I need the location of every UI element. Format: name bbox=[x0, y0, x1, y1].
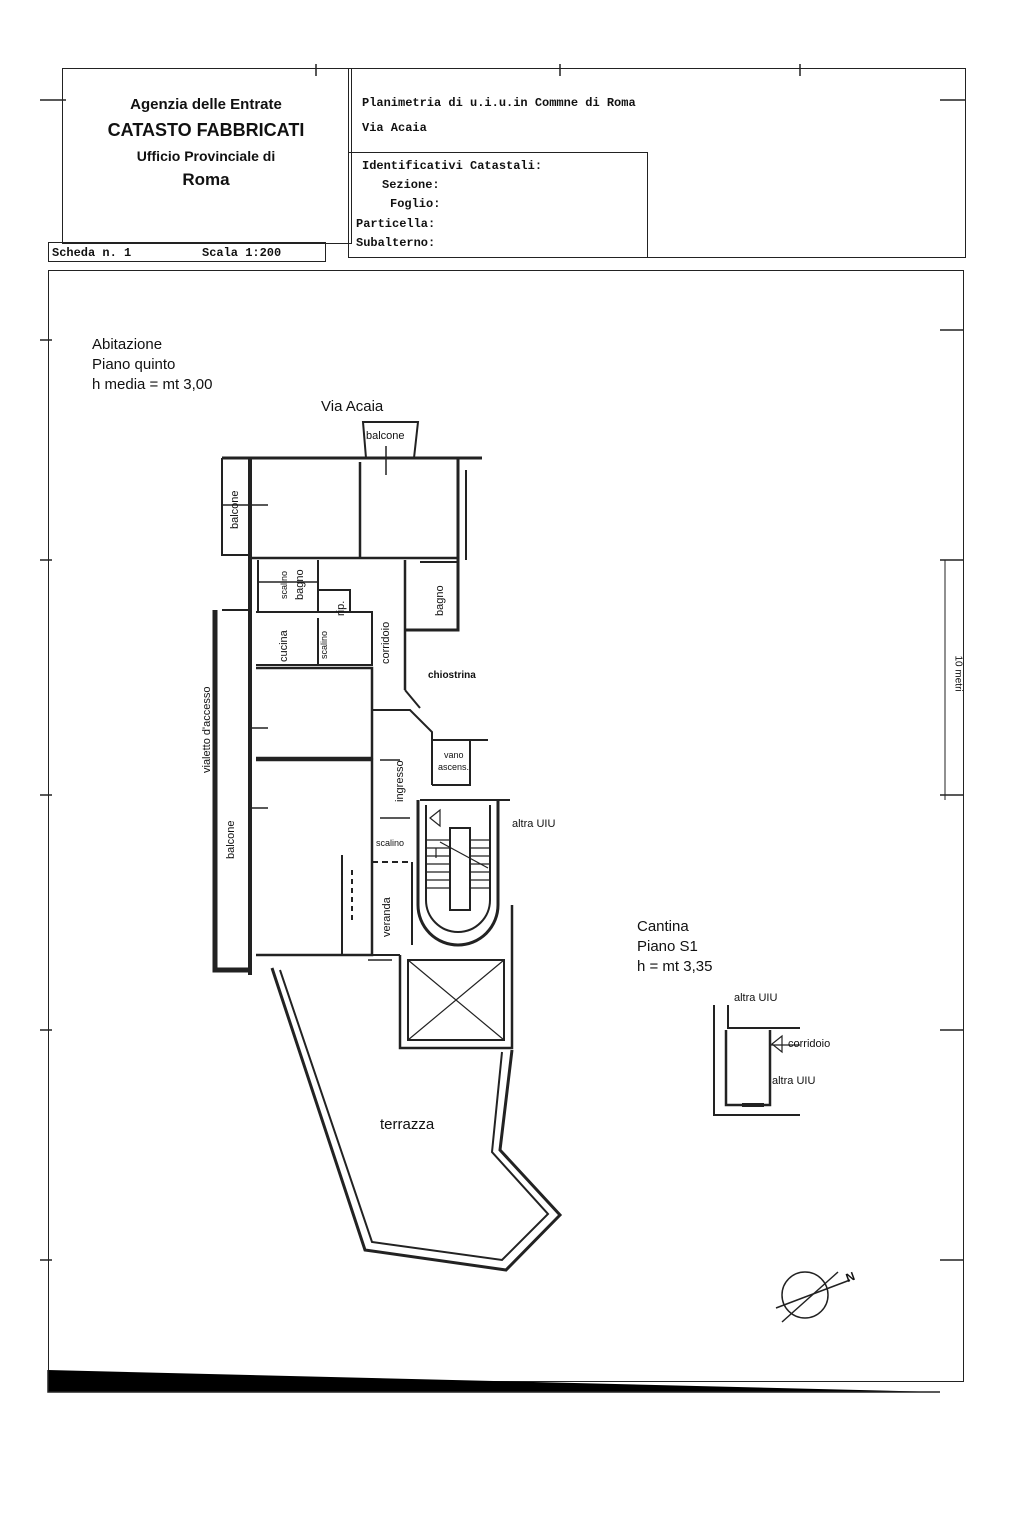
room-scalino-3: scalino bbox=[376, 838, 405, 848]
room-vialetto: vialetto d'accesso bbox=[201, 686, 213, 773]
particella-label: Particella: bbox=[356, 217, 436, 231]
foglio-label: Foglio: bbox=[390, 197, 441, 211]
office-block: Agenzia delle Entrate CATASTO FABBRICATI… bbox=[62, 70, 350, 242]
cantina-corridoio: corridoio bbox=[788, 1038, 831, 1050]
scheda-frame bbox=[48, 242, 326, 262]
street-label: Via Acaia bbox=[321, 398, 384, 415]
agency-name: Agenzia delle Entrate bbox=[130, 96, 282, 113]
room-scalino-1: scalino bbox=[279, 570, 289, 599]
room-altra-uiu: altra UIU bbox=[512, 818, 556, 830]
room-scalino-2: scalino bbox=[319, 630, 329, 659]
abitazione-line2: Piano quinto bbox=[92, 356, 176, 373]
header-via: Via Acaia bbox=[362, 121, 427, 135]
room-bagno-1: bagno bbox=[294, 569, 306, 600]
city-label: Roma bbox=[182, 170, 230, 189]
room-corridoio: corridoio bbox=[380, 621, 392, 664]
room-bagno-2: bagno bbox=[434, 585, 446, 616]
side-scale-label: 10 metri bbox=[952, 655, 964, 692]
room-vano-1: vano bbox=[444, 750, 464, 760]
cantina-line3: h = mt 3,35 bbox=[637, 958, 713, 975]
room-balcone-top: balcone bbox=[366, 430, 405, 442]
cantina-altra-uiu-top: altra UIU bbox=[734, 992, 778, 1004]
room-rip: rip. bbox=[335, 600, 347, 616]
cantina-line2: Piano S1 bbox=[637, 938, 698, 955]
room-veranda: veranda bbox=[381, 897, 393, 937]
catasto-title: CATASTO FABBRICATI bbox=[107, 120, 305, 140]
sezione-label: Sezione: bbox=[382, 178, 440, 192]
room-vano-2: ascens. bbox=[438, 762, 470, 772]
cantina-altra-uiu-bottom: altra UIU bbox=[772, 1075, 816, 1087]
header-left-frame bbox=[62, 68, 352, 244]
room-balcone-left: balcone bbox=[229, 490, 241, 529]
planimetria-title: Planimetria di u.i.u.in Commne di Roma bbox=[362, 96, 636, 110]
room-terrazza: terrazza bbox=[380, 1116, 435, 1133]
room-ingresso: ingresso bbox=[394, 760, 406, 802]
room-cucina: cucina bbox=[278, 630, 290, 662]
subalterno-label: Subalterno: bbox=[356, 236, 436, 250]
abitazione-line3: h media = mt 3,00 bbox=[92, 376, 213, 393]
cantina-line1: Cantina bbox=[637, 918, 689, 935]
room-chiostrina: chiostrina bbox=[428, 670, 476, 681]
scheda-label: Scheda n. 1 bbox=[52, 246, 132, 260]
room-balcone-lower: balcone bbox=[225, 820, 237, 859]
header-id-frame bbox=[348, 152, 648, 258]
abitazione-line1: Abitazione bbox=[92, 336, 163, 353]
identificativi-label: Identificativi Catastali: bbox=[362, 159, 543, 173]
scala-label: Scala 1:200 bbox=[202, 246, 282, 260]
office-label: Ufficio Provinciale di bbox=[136, 148, 276, 164]
